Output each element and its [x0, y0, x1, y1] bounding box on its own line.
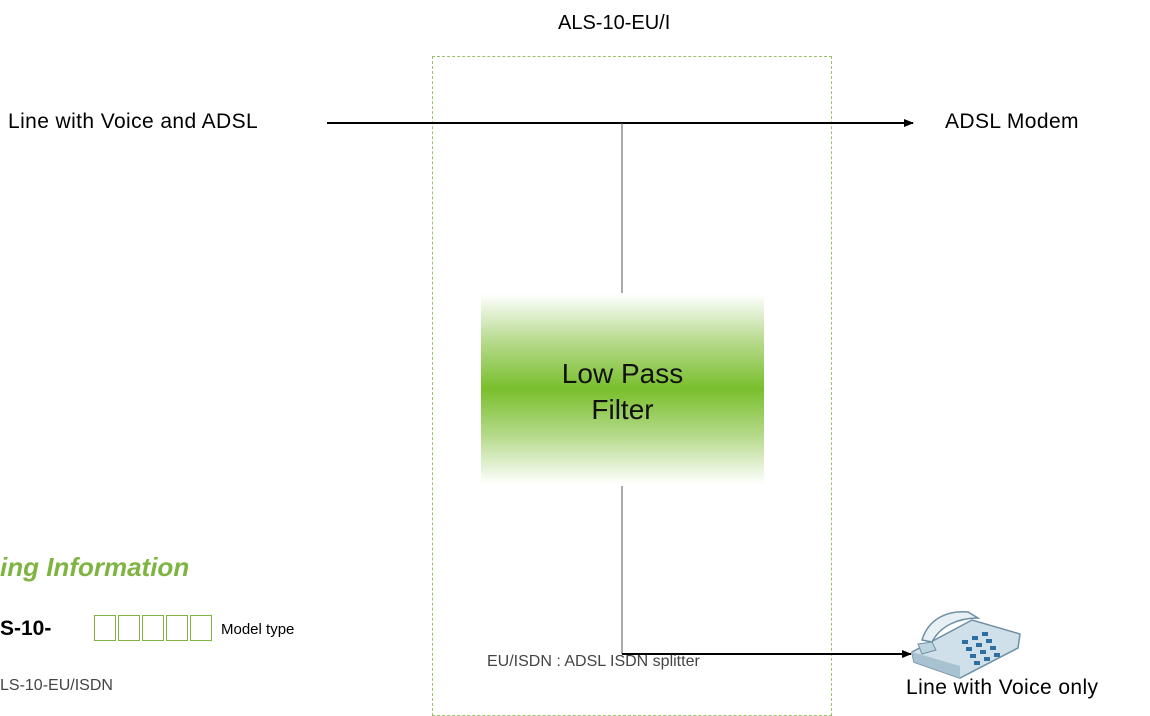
input-line-label: Line with Voice and ADSL	[8, 110, 259, 133]
model-code-box	[94, 615, 116, 641]
model-code-box	[142, 615, 164, 641]
model-code-box	[118, 615, 140, 641]
model-example: LS-10-EU/ISDN	[0, 677, 113, 694]
ordering-info-title: ing Information	[0, 552, 190, 582]
voice-output-label: Line with Voice only	[906, 676, 1099, 699]
device-name-label: ALS-10-EU/I	[558, 12, 671, 34]
model-number-prefix: S-10-	[0, 617, 52, 640]
modem-output-label: ADSL Modem	[945, 110, 1079, 133]
model-type-label: Model type	[221, 621, 295, 638]
model-option-description: EU/ISDN : ADSL ISDN splitter	[487, 653, 700, 670]
telephone-icon	[911, 611, 1021, 679]
low-pass-filter-block	[481, 294, 764, 484]
model-code-box	[166, 615, 188, 641]
model-code-box	[190, 615, 212, 641]
low-pass-filter-label: Low Pass Filter	[561, 358, 684, 425]
